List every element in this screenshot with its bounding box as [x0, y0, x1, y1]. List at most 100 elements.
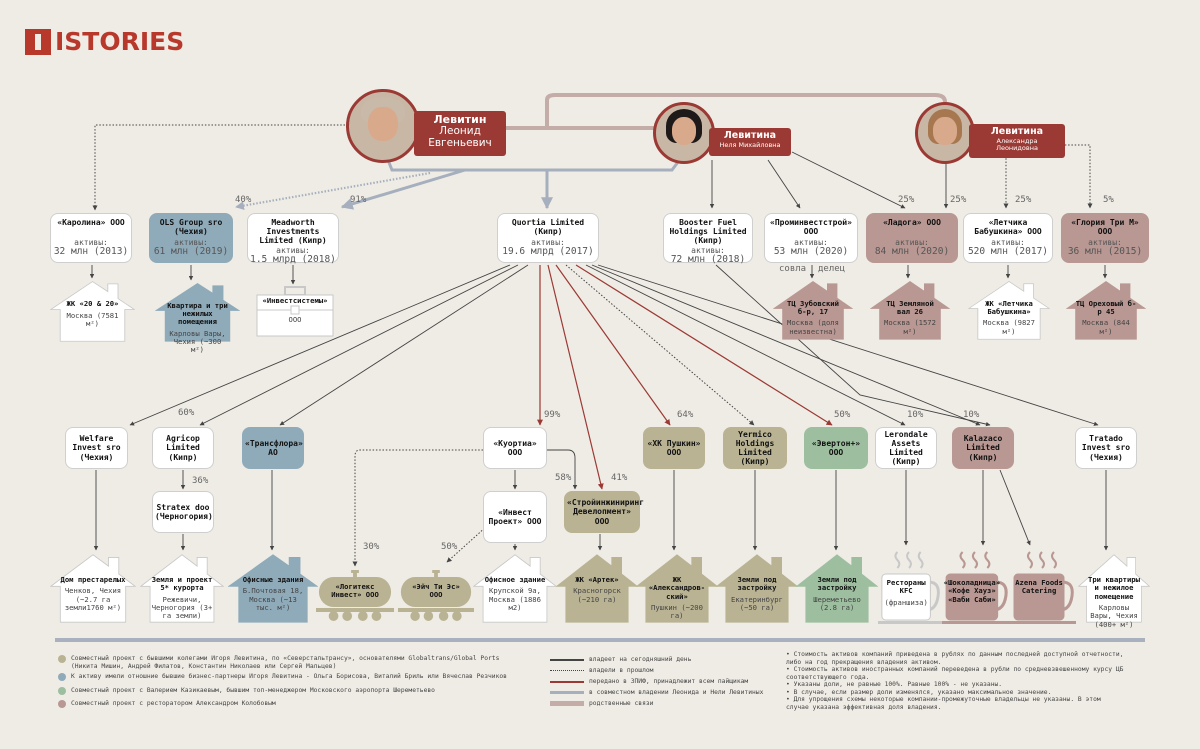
legend-group-mauve: Совместный проект с ресторатором Алексан…: [58, 700, 276, 708]
ownership-arrow: [715, 264, 991, 427]
company-name: «Каролина» ООО: [57, 218, 125, 227]
company-kalazaco[interactable]: Kalazaco Limited (Кипр): [952, 427, 1014, 469]
asset-a_alex[interactable]: ЖК «Александров-ский»Пушкин (~200 га): [636, 553, 718, 623]
asset-title: ТЦ Земляной вал 26: [886, 298, 934, 317]
asset-title: ЖК «20 & 20»: [66, 299, 119, 309]
ownership-arrow: [767, 159, 801, 209]
note-item: Стоимость активов компаний приведена в р…: [786, 651, 1126, 666]
asset-title: Дом престарелых: [60, 575, 126, 585]
legend-group-tan: Совместный проект с бывшими колегами Иго…: [58, 655, 511, 670]
percent-label: 30%: [363, 542, 380, 552]
ownership-arrow: [279, 264, 529, 426]
company-yermico[interactable]: Yermico Holdings Limited (Кипр): [723, 427, 787, 469]
company-lerondale[interactable]: Lerondale Assets Limited (Кипр): [875, 427, 937, 469]
company-stratex[interactable]: Stratex doo (Черногория): [152, 491, 214, 533]
asset-a_shok[interactable]: «Шоколадница» «Кофе Хауз» «Ваби Саби»: [942, 548, 1010, 626]
assets-value: 520 млн (2017): [967, 246, 1049, 258]
asset-a_letchika[interactable]: ЖК «Летчика Бабушкина»Москва (9827 м²): [968, 280, 1050, 340]
company-quortia[interactable]: Quortia Limited (Кипр)активы:19.6 млрд (…: [497, 213, 599, 263]
blue-swatch-icon: [58, 673, 66, 681]
company-everton[interactable]: «Эвертон+» ООО: [804, 427, 868, 469]
past-ownership-arrow: [446, 525, 488, 563]
company-name: «Куортиа» ООО: [493, 438, 537, 457]
house-icon: [228, 554, 318, 623]
company-welfare[interactable]: Welfare Invest sro (Чехия): [65, 427, 128, 469]
house-icon: [50, 554, 136, 623]
company-booster[interactable]: Booster Fuel Holdings Limited (Кипр)акти…: [663, 213, 753, 265]
company-agricop[interactable]: Agricop Limited (Кипр): [152, 427, 214, 469]
asset-a_karolina[interactable]: ЖК «20 & 20»Москва (7581 м²): [50, 280, 135, 342]
percent-label: 25%: [1015, 195, 1032, 205]
asset-a_kfc[interactable]: Рестораны KFC(франшиза): [878, 548, 942, 626]
house-icon: [968, 281, 1050, 340]
assets-value: 84 млн (2020): [874, 246, 950, 258]
percent-label: 25%: [950, 195, 967, 205]
asset-a_invest[interactable]: «Инвестсистемы»ООО: [255, 286, 335, 338]
company-transflora[interactable]: «Трансфлора» АО: [242, 427, 304, 469]
company-tratado[interactable]: Tratado Invest sro (Чехия): [1075, 427, 1137, 469]
red-line-icon: [550, 680, 584, 683]
asset-caption: Рестораны KFC(франшиза): [879, 579, 933, 607]
asset-a_artek[interactable]: ЖК «Артек»Красногорск (~210 га): [556, 553, 638, 623]
asset-title: Земли под застройку: [737, 575, 777, 593]
company-meadworth[interactable]: Meadworth Investments Limited (Кипр)акти…: [247, 213, 339, 265]
family-link-line: [545, 93, 947, 128]
ownership-arrow: [585, 264, 906, 426]
company-name: «Трансфлора» АО: [245, 438, 303, 457]
asset-a_logitex[interactable]: «Логитекс Инвест» ООО: [316, 568, 394, 624]
ownership-arrow: [591, 264, 981, 426]
assets-value: 53 млн (2020): [773, 246, 849, 258]
company-name: «ХК Пушкин» ООО: [647, 438, 701, 457]
asset-title: «Шоколадница» «Кофе Хауз» «Ваби Саби»: [943, 578, 1001, 604]
asset-location: (франшиза): [884, 597, 928, 607]
note-item: В случае, если размер доли изменялся, ук…: [786, 689, 1126, 697]
kin-line-icon: [550, 701, 584, 706]
asset-title: Квартира и три нежилых помещения: [167, 300, 228, 327]
green-swatch-icon: [58, 687, 66, 695]
asset-caption: Azena Foods Catering: [1011, 579, 1066, 596]
asset-a_azena[interactable]: Azena Foods Catering: [1010, 548, 1076, 626]
tan-swatch-icon: [58, 655, 66, 663]
percent-label: 41%: [611, 473, 628, 483]
leonid-photo: [346, 89, 420, 163]
asset-title: «Инвестсистемы»: [262, 296, 328, 306]
legend-text: Совместный проект с бывшими колегами Иго…: [71, 655, 500, 670]
alexandra-label[interactable]: Левитина Александра Леонидовна: [969, 124, 1065, 158]
company-kuortia[interactable]: «Куортиа» ООО: [483, 427, 547, 469]
asset-a_hts[interactable]: «Эйч Ти Эс» ООО: [398, 568, 474, 624]
joint-line-icon: [550, 691, 584, 694]
asset-location: Крупской 9а, Москва (1886 м2): [489, 586, 541, 612]
leonid-label[interactable]: Левитин Леонид Евгеньевич: [414, 111, 506, 156]
asset-caption: ЖК «20 & 20»Москва (7581 м²): [60, 300, 125, 328]
company-stroying[interactable]: «Стройинжиниринг Девелопмент» ООО: [564, 491, 644, 533]
asset-title: Три квартиры и нежилое помещение: [1088, 575, 1140, 601]
asset-location: Москва (доля неизвестна): [787, 318, 839, 336]
istories-logo[interactable]: ISTORIES: [25, 27, 184, 56]
company-pushkin[interactable]: «ХК Пушкин» ООО: [643, 427, 705, 469]
nelya-label[interactable]: Левитина Неля Михайловна: [709, 128, 791, 156]
asset-caption: ЖК «Александров-ский»Пушкин (~200 га): [646, 575, 708, 620]
company-name: Agricop Limited (Кипр): [166, 434, 200, 462]
company-ols[interactable]: OLS Group sro (Чехия)активы:61 млн (2019…: [149, 213, 233, 263]
company-name: «Проминвестстрой» ООО: [770, 218, 852, 237]
legend-text: К активу имели отношние бывшие бизнес-па…: [71, 673, 507, 680]
company-investproekt[interactable]: «Инвест Проект» ООО: [483, 491, 547, 543]
percent-label: 10%: [963, 410, 980, 420]
